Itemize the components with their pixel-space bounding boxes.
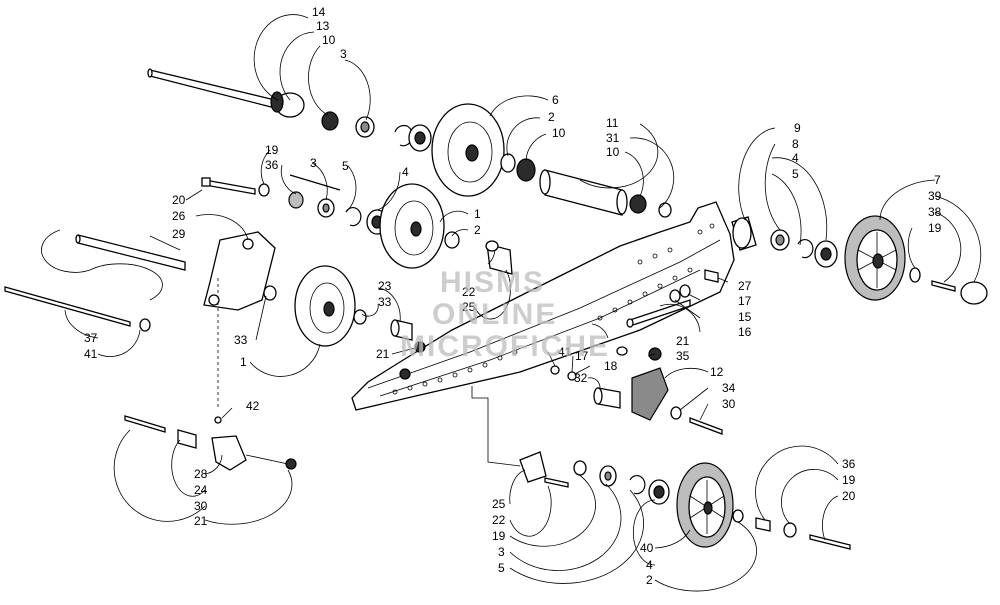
callout-36: 36: [265, 158, 279, 172]
callout-12: 12: [710, 365, 724, 379]
callout-3: 3: [340, 47, 347, 61]
callout-16: 16: [738, 325, 752, 339]
callout-21: 21: [676, 334, 690, 348]
callout-33: 33: [378, 295, 392, 309]
callout-21: 21: [376, 347, 390, 361]
callout-22: 22: [492, 513, 506, 527]
callout-21: 21: [194, 514, 208, 528]
left-arm-assembly: [4, 231, 413, 347]
callout-13: 13: [316, 19, 330, 33]
rear-wheel-7: [844, 215, 906, 301]
idler-wheel-6: [431, 103, 505, 197]
callout-4: 4: [792, 151, 799, 165]
watermark-line-1: HISMS: [440, 266, 545, 299]
callout-15: 15: [738, 310, 752, 324]
callout-41: 41: [84, 347, 98, 361]
callout-30: 30: [194, 499, 208, 513]
center-hardware: [399, 341, 723, 435]
idler-wheel-1-upper: [379, 183, 445, 269]
callout-20: 20: [842, 489, 856, 503]
rear-wheel-assembly: [626, 215, 988, 328]
callout-18: 18: [604, 359, 618, 373]
callout-5: 5: [498, 561, 505, 575]
callout-14: 14: [312, 5, 326, 19]
callout-26: 26: [172, 209, 186, 223]
callout-37: 37: [84, 331, 98, 345]
callout-7: 7: [934, 173, 941, 187]
callout-4: 4: [402, 165, 409, 179]
callout-1: 1: [474, 207, 481, 221]
callout-35: 35: [676, 349, 690, 363]
callout-31: 31: [606, 131, 620, 145]
idler-wheel-1-lower: [294, 265, 356, 347]
callout-29: 29: [172, 227, 186, 241]
watermark: HISMS ONLINE MICROFICHE: [400, 266, 610, 363]
callout-33: 33: [234, 333, 248, 347]
callout-11: 11: [606, 116, 619, 130]
callout-8: 8: [792, 137, 799, 151]
callout-4: 4: [646, 558, 653, 572]
callout-25: 25: [462, 300, 476, 314]
callout-2: 2: [646, 573, 653, 587]
lower-wheel-40: [676, 462, 734, 548]
callout-19: 19: [928, 221, 942, 235]
watermark-line-2: ONLINE: [432, 298, 557, 331]
callout-42: 42: [246, 399, 260, 413]
callout-10: 10: [606, 145, 620, 159]
callout-22: 22: [462, 285, 476, 299]
callout-36: 36: [842, 457, 856, 471]
callout-17: 17: [738, 294, 752, 308]
callout-2: 2: [474, 223, 481, 237]
callout-24: 24: [194, 483, 208, 497]
callout-25: 25: [492, 497, 506, 511]
callout-34: 34: [722, 381, 736, 395]
callout-20: 20: [172, 193, 186, 207]
callout-27: 27: [738, 279, 752, 293]
callout-6: 6: [552, 93, 559, 107]
callout-1: 1: [240, 355, 247, 369]
callout-23: 23: [378, 279, 392, 293]
lower-left-bracket: [124, 415, 297, 471]
lower-wheel-assembly: [519, 451, 851, 550]
callout-39: 39: [928, 189, 942, 203]
callout-19: 19: [492, 529, 506, 543]
callout-9: 9: [794, 121, 801, 135]
callout-2: 2: [548, 110, 555, 124]
callout-3: 3: [498, 545, 505, 559]
callout-32: 32: [574, 371, 588, 385]
callout-3: 3: [310, 156, 317, 170]
callout-28: 28: [194, 467, 208, 481]
callout-41: 41: [558, 345, 572, 359]
watermark-line-3: MICROFICHE: [400, 330, 610, 363]
callout-5: 5: [792, 167, 799, 181]
callout-5: 5: [342, 159, 349, 173]
callout-labels: 14 13 10 3 6 2 10 11 31 10 9 8 4 5 7 39 …: [84, 5, 942, 587]
callout-40: 40: [640, 541, 654, 555]
callout-10: 10: [552, 126, 566, 140]
callout-19: 19: [842, 473, 856, 487]
leader-lines: [41, 14, 982, 592]
callout-38: 38: [928, 205, 942, 219]
top-shaft-assembly: [147, 68, 672, 218]
callout-30: 30: [722, 397, 736, 411]
callout-19: 19: [265, 143, 279, 157]
callout-10: 10: [322, 33, 336, 47]
callout-17: 17: [575, 349, 589, 363]
slide-rail: [351, 201, 735, 411]
